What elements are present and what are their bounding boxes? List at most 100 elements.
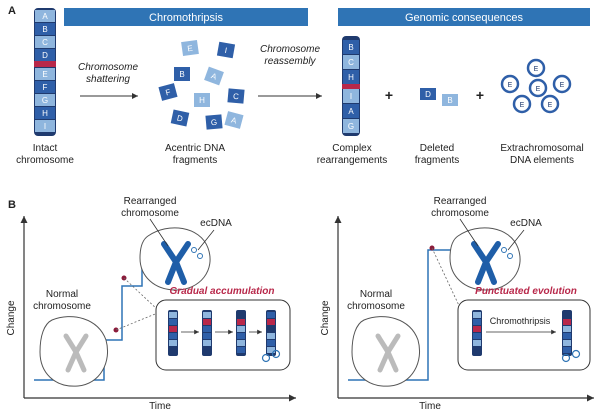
inset-chromosome-band: [169, 340, 177, 346]
rearranged-chromosome-icon: [471, 241, 501, 285]
complex-segment-letter: C: [348, 58, 354, 67]
complex-segment: [343, 104, 359, 118]
intact-segment-letter: G: [42, 96, 48, 105]
right-process-label: Chromothripsis: [490, 316, 551, 326]
right-rearranged-label-2: chromosome: [431, 208, 489, 219]
ecdna-circle: [526, 58, 546, 78]
inset-chromosome-band: [563, 326, 571, 332]
complex-segment: [343, 55, 359, 69]
fragment-letter: C: [233, 92, 240, 101]
inset-chromosome-band: [267, 326, 275, 332]
ecdna-circle-icon: [191, 247, 197, 253]
left-rearranged-label-1: Rearranged: [124, 196, 177, 207]
right-rearranged-cell: [449, 227, 521, 291]
left-rearranged-pointer: [149, 218, 169, 247]
inset-chromosome-band: [473, 347, 481, 353]
fragment-letter: A: [230, 115, 238, 125]
ecdna-circle: [512, 94, 532, 114]
ecdna-circle-icon: [197, 253, 203, 259]
intact-segment: [35, 94, 55, 106]
inset-chromosome-band: [203, 340, 211, 346]
inset-chromosome-band: [473, 326, 481, 332]
acentric-fragment: D: [170, 109, 190, 127]
ecdna-circle-icon: [501, 247, 507, 253]
acentric-fragment: A: [204, 66, 224, 86]
inset-chromosome-band: [267, 347, 275, 353]
intact-segment-letter: B: [42, 25, 47, 34]
left-inset-chromosomes: [168, 310, 276, 356]
ecdna-letter: E: [508, 82, 513, 89]
right-ylabel: Change: [320, 300, 331, 335]
fragment-letter: D: [176, 113, 184, 123]
intact-label-1: Intact: [33, 143, 58, 154]
intact-segment: [35, 120, 55, 132]
inset-chromosome-band: [473, 340, 481, 346]
inset-chromosome-band: [169, 326, 177, 332]
deleted-fragment: [420, 88, 436, 100]
shattering-label-1: Chromosome: [78, 62, 138, 73]
right-rearranged-label-1: Rearranged: [434, 196, 487, 207]
inset-chromosome-band: [203, 347, 211, 353]
acentric-fragment: E: [181, 39, 199, 57]
right-mode-label: Punctuated evolution: [475, 286, 577, 297]
complex-segment: [343, 40, 359, 54]
header-genomic-consequences-bar: [338, 8, 590, 26]
shattering-label-2: shattering: [86, 74, 130, 85]
acentric-fragment: B: [174, 67, 190, 81]
left-connector-2: [123, 277, 161, 313]
left-rearranged-cell: [139, 227, 211, 291]
inset-chromosome-band: [169, 347, 177, 353]
panel-a-letter: A: [8, 5, 16, 17]
right-rearranged-pointer: [459, 218, 479, 247]
inset-chromosome-band: [267, 319, 275, 325]
right-normal-cell: [351, 316, 420, 387]
inset-chromosome-band: [267, 333, 275, 339]
acentric-label-2: fragments: [173, 155, 217, 166]
intact-segment: [35, 68, 55, 80]
right-normal-label-1: Normal: [360, 289, 392, 300]
inset-chromosome-band: [169, 319, 177, 325]
acentric-fragment: I: [216, 41, 236, 59]
ec-label-1: Extrachromosomal: [500, 143, 583, 154]
reassembly-label-1: Chromosome: [260, 44, 320, 55]
intact-segment-letter: F: [43, 83, 48, 92]
intact-segment: [35, 23, 55, 35]
left-normal-cell: [39, 316, 108, 387]
acentric-fragment: C: [227, 88, 245, 104]
ecdna-circle: [540, 94, 560, 114]
acentric-fragment: A: [224, 111, 244, 129]
complex-segment: [343, 89, 359, 103]
inset-chromosome-band: [203, 319, 211, 325]
complex-label-2: rearrangements: [317, 155, 388, 166]
plus-sign-1: +: [385, 87, 393, 103]
intact-segment-letter: A: [42, 12, 48, 21]
ecdna-circle: [552, 74, 572, 94]
inset-chromosome-band: [237, 347, 245, 353]
inset-chromosome-band: [473, 319, 481, 325]
left-rearranged-label-2: chromosome: [121, 208, 179, 219]
panel-b-letter: B: [8, 199, 16, 211]
acentric-fragment: H: [194, 93, 210, 107]
complex-segment-letter: I: [350, 92, 352, 101]
inset-chromosome-band: [169, 312, 177, 318]
complex-segment-letter: A: [348, 107, 354, 116]
fragment-letter: F: [165, 87, 172, 97]
intact-label-2: chromosome: [16, 155, 74, 166]
deleted-fragments: DB: [420, 88, 458, 106]
right-xlabel: Time: [419, 401, 441, 410]
intact-segment-letter: C: [42, 38, 48, 47]
deleted-label-2: fragments: [415, 155, 459, 166]
inset-chromosome-band: [237, 326, 245, 332]
intact-segment: [35, 10, 55, 22]
fragment-letter: I: [224, 46, 228, 55]
complex-segment-letter: G: [348, 122, 354, 131]
intact-segment-letter: E: [42, 70, 47, 79]
ec-label-2: DNA elements: [510, 155, 574, 166]
left-ylabel: Change: [6, 300, 17, 335]
complex-segment-letter: B: [348, 43, 353, 52]
ecdna-letter: E: [520, 102, 525, 109]
